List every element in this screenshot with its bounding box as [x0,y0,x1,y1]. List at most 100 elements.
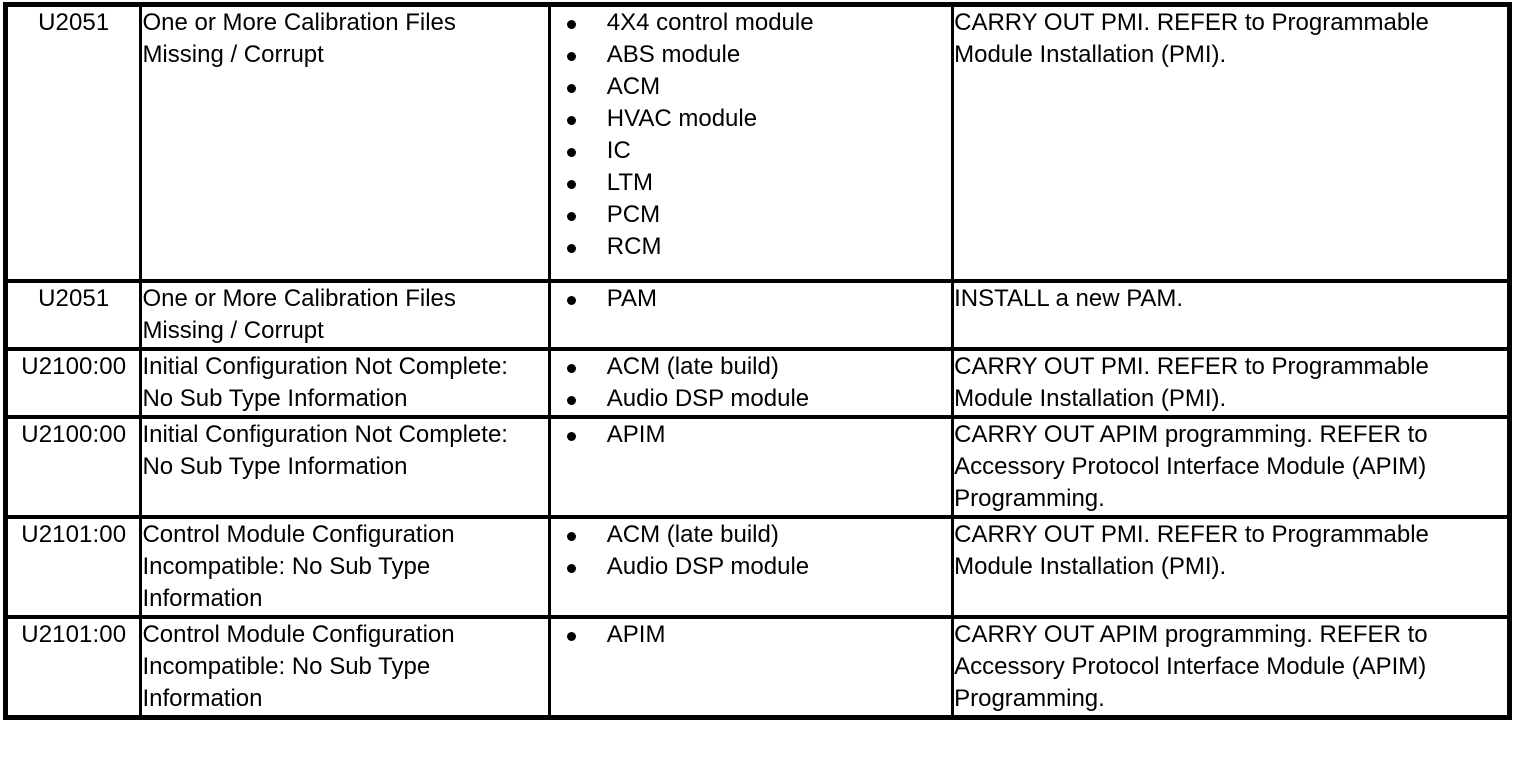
dtc-code-cell: U2101:00 [5,616,143,717]
bullet-dot-icon [566,116,576,125]
module-label: PAM [606,284,658,312]
module-list: APIM [551,619,951,651]
bullet-dot-icon [566,563,576,573]
dtc-code-text: U2051 [38,284,110,312]
action-line: Module Installation (PMI). [954,552,1227,580]
description-line: One or More Calibration Files [142,9,456,36]
bullet-dot-icon [566,631,576,641]
action-line: CARRY OUT APIM programming. REFER to [954,620,1428,648]
affected-modules-cell: APIM [549,616,955,717]
action-cell: INSTALL a new PAM. [952,280,1510,351]
description-line: Missing / Corrupt [142,41,324,68]
module-label: ACM (late build) [606,520,779,548]
dtc-code-text: U2101:00 [21,520,127,548]
list-item: 4X4 control module [551,7,951,39]
description-line: Incompatible: No Sub Type [142,552,431,580]
affected-modules-cell: 4X4 control module ABS module ACM HVAC m… [549,4,955,283]
table-row: U2100:00 Initial Configuration Not Compl… [5,416,1510,519]
dtc-description-cell: Initial Configuration Not Complete: No S… [140,348,551,419]
module-list: ACM (late build) Audio DSP module [551,351,951,415]
action-line: Programming. [954,684,1105,712]
action-cell: CARRY OUT PMI. REFER to Programmable Mod… [952,516,1510,619]
bullet-dot-icon [566,363,576,373]
list-item: ACM [551,71,951,103]
table-row: U2051 One or More Calibration Files Miss… [5,280,1510,351]
table-row: U2051 One or More Calibration Files Miss… [5,4,1510,283]
dtc-code-cell: U2051 [5,280,143,351]
bullet-dot-icon [566,212,576,221]
list-item: ACM (late build) [551,351,951,383]
action-cell: CARRY OUT APIM programming. REFER to Acc… [952,616,1510,717]
bullet-dot-icon [566,148,576,157]
list-item: ABS module [551,39,951,71]
description-line: Information [142,684,263,712]
list-item: RCM [551,231,951,263]
dtc-description-cell: Control Module Configuration Incompatibl… [140,516,551,619]
list-item: PAM [551,283,951,315]
bullet-dot-icon [566,531,576,541]
module-list: ACM (late build) Audio DSP module [551,519,951,583]
description-line: Information [142,584,263,612]
dtc-chart-table: U2051 One or More Calibration Files Miss… [3,2,1512,720]
dtc-code-cell: U2051 [5,4,143,283]
dtc-code-text: U2100:00 [21,352,127,380]
action-cell: CARRY OUT PMI. REFER to Programmable Mod… [952,4,1510,283]
description-line: No Sub Type Information [142,384,408,412]
bullet-dot-icon [566,395,576,405]
bullet-dot-icon [566,295,576,305]
description-line: Control Module Configuration [142,620,455,648]
dtc-code-text: U2100:00 [21,420,127,448]
module-label: IC [606,137,631,164]
list-item: Audio DSP module [551,551,951,583]
action-line: CARRY OUT APIM programming. REFER to [954,420,1428,448]
module-label: ACM (late build) [606,352,779,380]
description-line: Initial Configuration Not Complete: [142,420,508,448]
module-label: HVAC module [606,105,758,132]
dtc-code-cell: U2100:00 [5,416,143,519]
description-line: One or More Calibration Files [142,284,456,312]
dtc-code-cell: U2101:00 [5,516,143,619]
description-line: Incompatible: No Sub Type [142,652,431,680]
action-line: CARRY OUT PMI. REFER to Programmable [954,352,1429,380]
bullet-dot-icon [566,244,576,253]
module-list: 4X4 control module ABS module ACM HVAC m… [551,7,951,263]
action-line: CARRY OUT PMI. REFER to Programmable [954,9,1429,36]
module-label: RCM [606,233,662,260]
list-item: APIM [551,619,951,651]
affected-modules-cell: APIM [549,416,955,519]
description-line: Missing / Corrupt [142,316,324,344]
affected-modules-cell: PAM [549,280,955,351]
list-item: LTM [551,167,951,199]
action-line: Module Installation (PMI). [954,384,1227,412]
list-item: ACM (late build) [551,519,951,551]
table-row: U2101:00 Control Module Configuration In… [5,616,1510,717]
description-line: No Sub Type Information [142,452,408,480]
bullet-dot-icon [566,180,576,189]
module-label: Audio DSP module [606,384,810,412]
dtc-code-text: U2051 [38,9,110,36]
module-list: PAM [551,283,951,315]
module-label: APIM [606,620,666,648]
list-item: PCM [551,199,951,231]
module-label: ABS module [606,41,741,68]
table-row: U2101:00 Control Module Configuration In… [5,516,1510,619]
bullet-dot-icon [566,20,576,29]
dtc-description-cell: Control Module Configuration Incompatibl… [140,616,551,717]
module-label: LTM [606,169,653,196]
action-line: Accessory Protocol Interface Module (API… [954,652,1427,680]
list-item: APIM [551,419,951,451]
action-line: Module Installation (PMI). [954,41,1227,68]
action-line: Programming. [954,484,1105,512]
dtc-code-cell: U2100:00 [5,348,143,419]
description-line: Initial Configuration Not Complete: [142,352,508,380]
dtc-code-text: U2101:00 [21,620,127,648]
action-cell: CARRY OUT PMI. REFER to Programmable Mod… [952,348,1510,419]
dtc-table-body: U2051 One or More Calibration Files Miss… [5,4,1510,717]
bullet-dot-icon [566,52,576,61]
affected-modules-cell: ACM (late build) Audio DSP module [549,348,955,419]
module-label: 4X4 control module [606,9,814,36]
dtc-description-cell: One or More Calibration Files Missing / … [140,280,551,351]
module-label: Audio DSP module [606,552,810,580]
action-cell: CARRY OUT APIM programming. REFER to Acc… [952,416,1510,519]
